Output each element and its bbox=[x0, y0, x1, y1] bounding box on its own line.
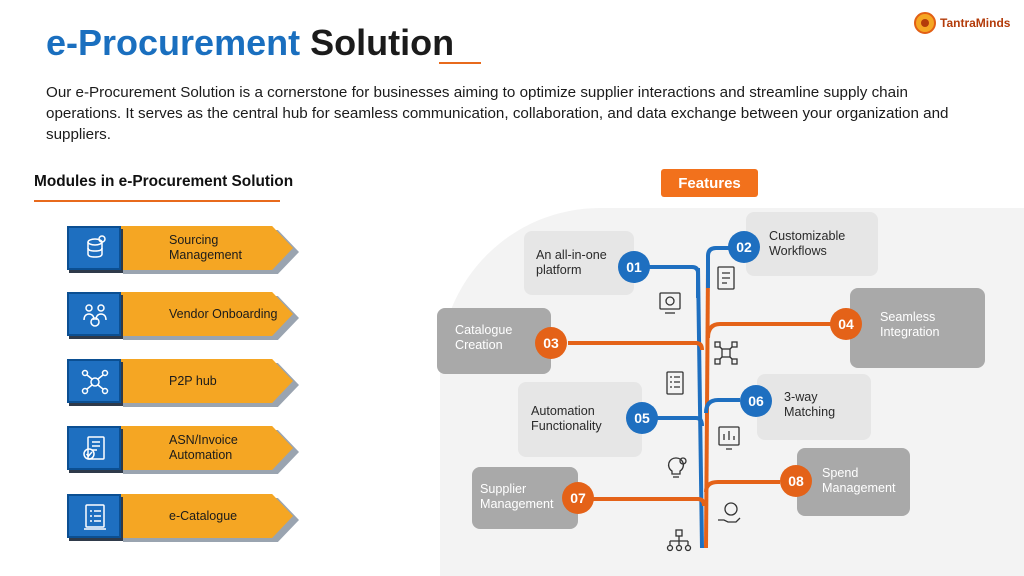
supplier-hierarchy-icon bbox=[666, 529, 692, 552]
module-label-bg bbox=[119, 359, 293, 403]
intro-paragraph: Our e-Procurement Solution is a cornerst… bbox=[46, 84, 949, 143]
feature-card-03: Catalogue Creation bbox=[437, 308, 551, 374]
catalogue-list-small-icon bbox=[666, 371, 684, 395]
vendor-people-icon bbox=[67, 292, 121, 336]
feature-badge-01: 01 bbox=[618, 251, 650, 283]
module-asn-invoice-automation[interactable]: ASN/Invoice Automation bbox=[67, 426, 299, 476]
feature-card-04: Seamless Integration bbox=[850, 288, 985, 368]
module-label-bg bbox=[119, 292, 293, 336]
feature-badge-07: 07 bbox=[562, 482, 594, 514]
invoice-check-icon bbox=[67, 426, 121, 470]
module-label: Sourcing Management bbox=[169, 233, 242, 262]
module-label: ASN/Invoice Automation bbox=[169, 433, 238, 462]
feature-badge-02: 02 bbox=[728, 231, 760, 263]
catalogue-list-icon bbox=[67, 494, 121, 538]
module-label-bg bbox=[119, 494, 293, 538]
module-label-bg bbox=[119, 226, 293, 270]
modules-heading: Modules in e-Procurement Solution bbox=[34, 173, 294, 190]
feature-badge-08: 08 bbox=[780, 465, 812, 497]
page-title: e-Procurement Solution bbox=[46, 22, 454, 64]
module-label: P2P hub bbox=[169, 373, 217, 388]
module-p2p-hub[interactable]: P2P hub bbox=[67, 359, 299, 409]
page-title-part2: Solution bbox=[310, 22, 455, 63]
page-title-part1: e-Procurement bbox=[46, 22, 301, 63]
modules-underline bbox=[34, 200, 280, 202]
integration-nodes-icon bbox=[714, 341, 738, 365]
module-label: Vendor Onboarding bbox=[169, 306, 278, 321]
brand-logo: TantraMinds bbox=[914, 10, 1019, 36]
module-e-catalogue[interactable]: e-Catalogue bbox=[67, 494, 299, 544]
module-vendor-onboarding[interactable]: Vendor Onboarding bbox=[67, 292, 299, 342]
network-hub-icon bbox=[67, 359, 121, 403]
features-tree-connectors bbox=[568, 246, 838, 549]
feature-badge-05: 05 bbox=[626, 402, 658, 434]
matching-chart-icon bbox=[718, 426, 740, 450]
feature-badge-03: 03 bbox=[535, 327, 567, 359]
feature-card-01: An all-in-one platform bbox=[524, 231, 634, 295]
automation-bulb-icon bbox=[668, 457, 687, 478]
brain-logo-icon bbox=[914, 12, 936, 34]
module-label: e-Catalogue bbox=[169, 508, 238, 523]
feature-card-05: Automation Functionality bbox=[518, 382, 642, 457]
features-button[interactable]: Features bbox=[661, 169, 758, 197]
logo-text: TantraMinds bbox=[940, 16, 1011, 30]
feature-card-07: Supplier Management bbox=[472, 467, 578, 529]
module-label-bg bbox=[119, 426, 293, 470]
module-sourcing-management[interactable]: Sourcing Management bbox=[67, 226, 299, 276]
feature-card-06: 3-way Matching bbox=[757, 374, 871, 440]
workflow-doc-icon bbox=[717, 266, 735, 290]
feature-card-08: Spend Management bbox=[797, 448, 910, 516]
feature-badge-06: 06 bbox=[740, 385, 772, 417]
title-underline bbox=[439, 62, 481, 64]
feature-badge-04: 04 bbox=[830, 308, 862, 340]
feature-card-02: Customizable Workflows bbox=[746, 212, 878, 276]
spend-coin-hand-icon bbox=[718, 502, 741, 523]
platform-gear-icon bbox=[659, 292, 681, 314]
database-cloud-icon bbox=[67, 226, 121, 270]
